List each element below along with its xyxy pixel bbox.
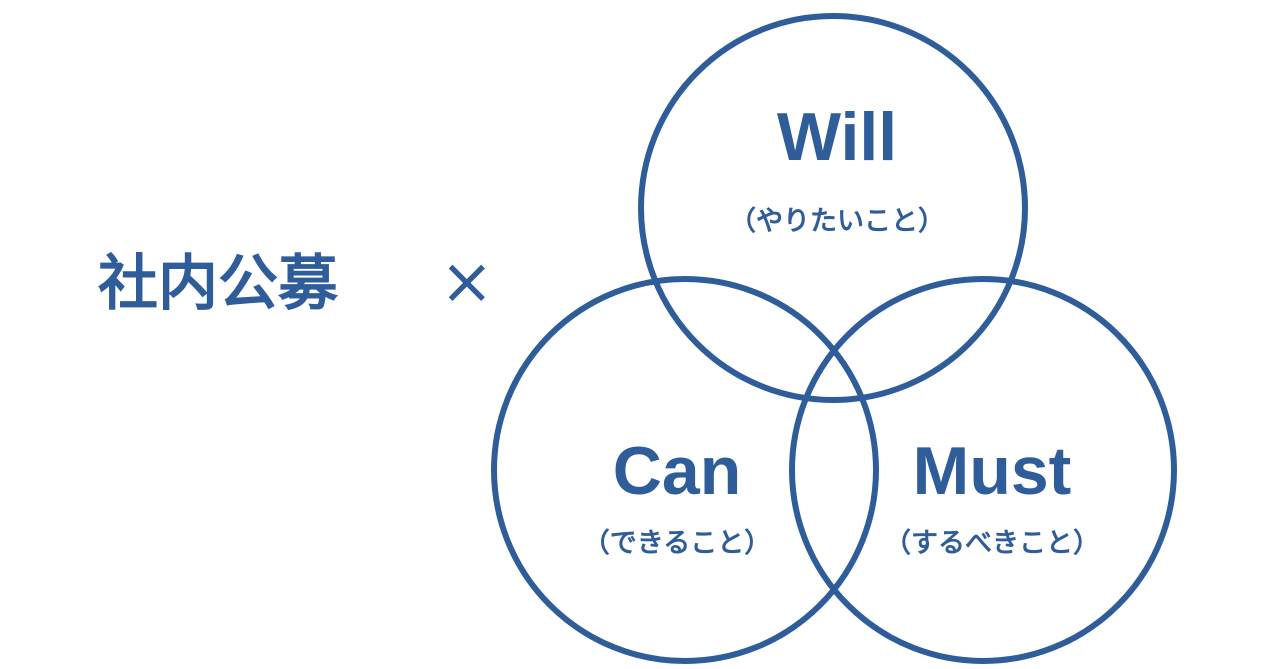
can-circle — [491, 276, 879, 664]
must-subtitle: （するべきこと） — [884, 528, 1100, 559]
will-subtitle: （やりたいこと） — [729, 206, 945, 237]
will-circle — [638, 13, 1028, 403]
will-title: Will — [777, 99, 897, 175]
can-title: Can — [613, 433, 741, 509]
can-subtitle: （できること） — [583, 528, 771, 559]
must-circle — [789, 276, 1177, 664]
left-title: 社内公募 — [98, 249, 338, 319]
times-sign: × — [440, 245, 494, 319]
must-title: Must — [913, 433, 1072, 509]
